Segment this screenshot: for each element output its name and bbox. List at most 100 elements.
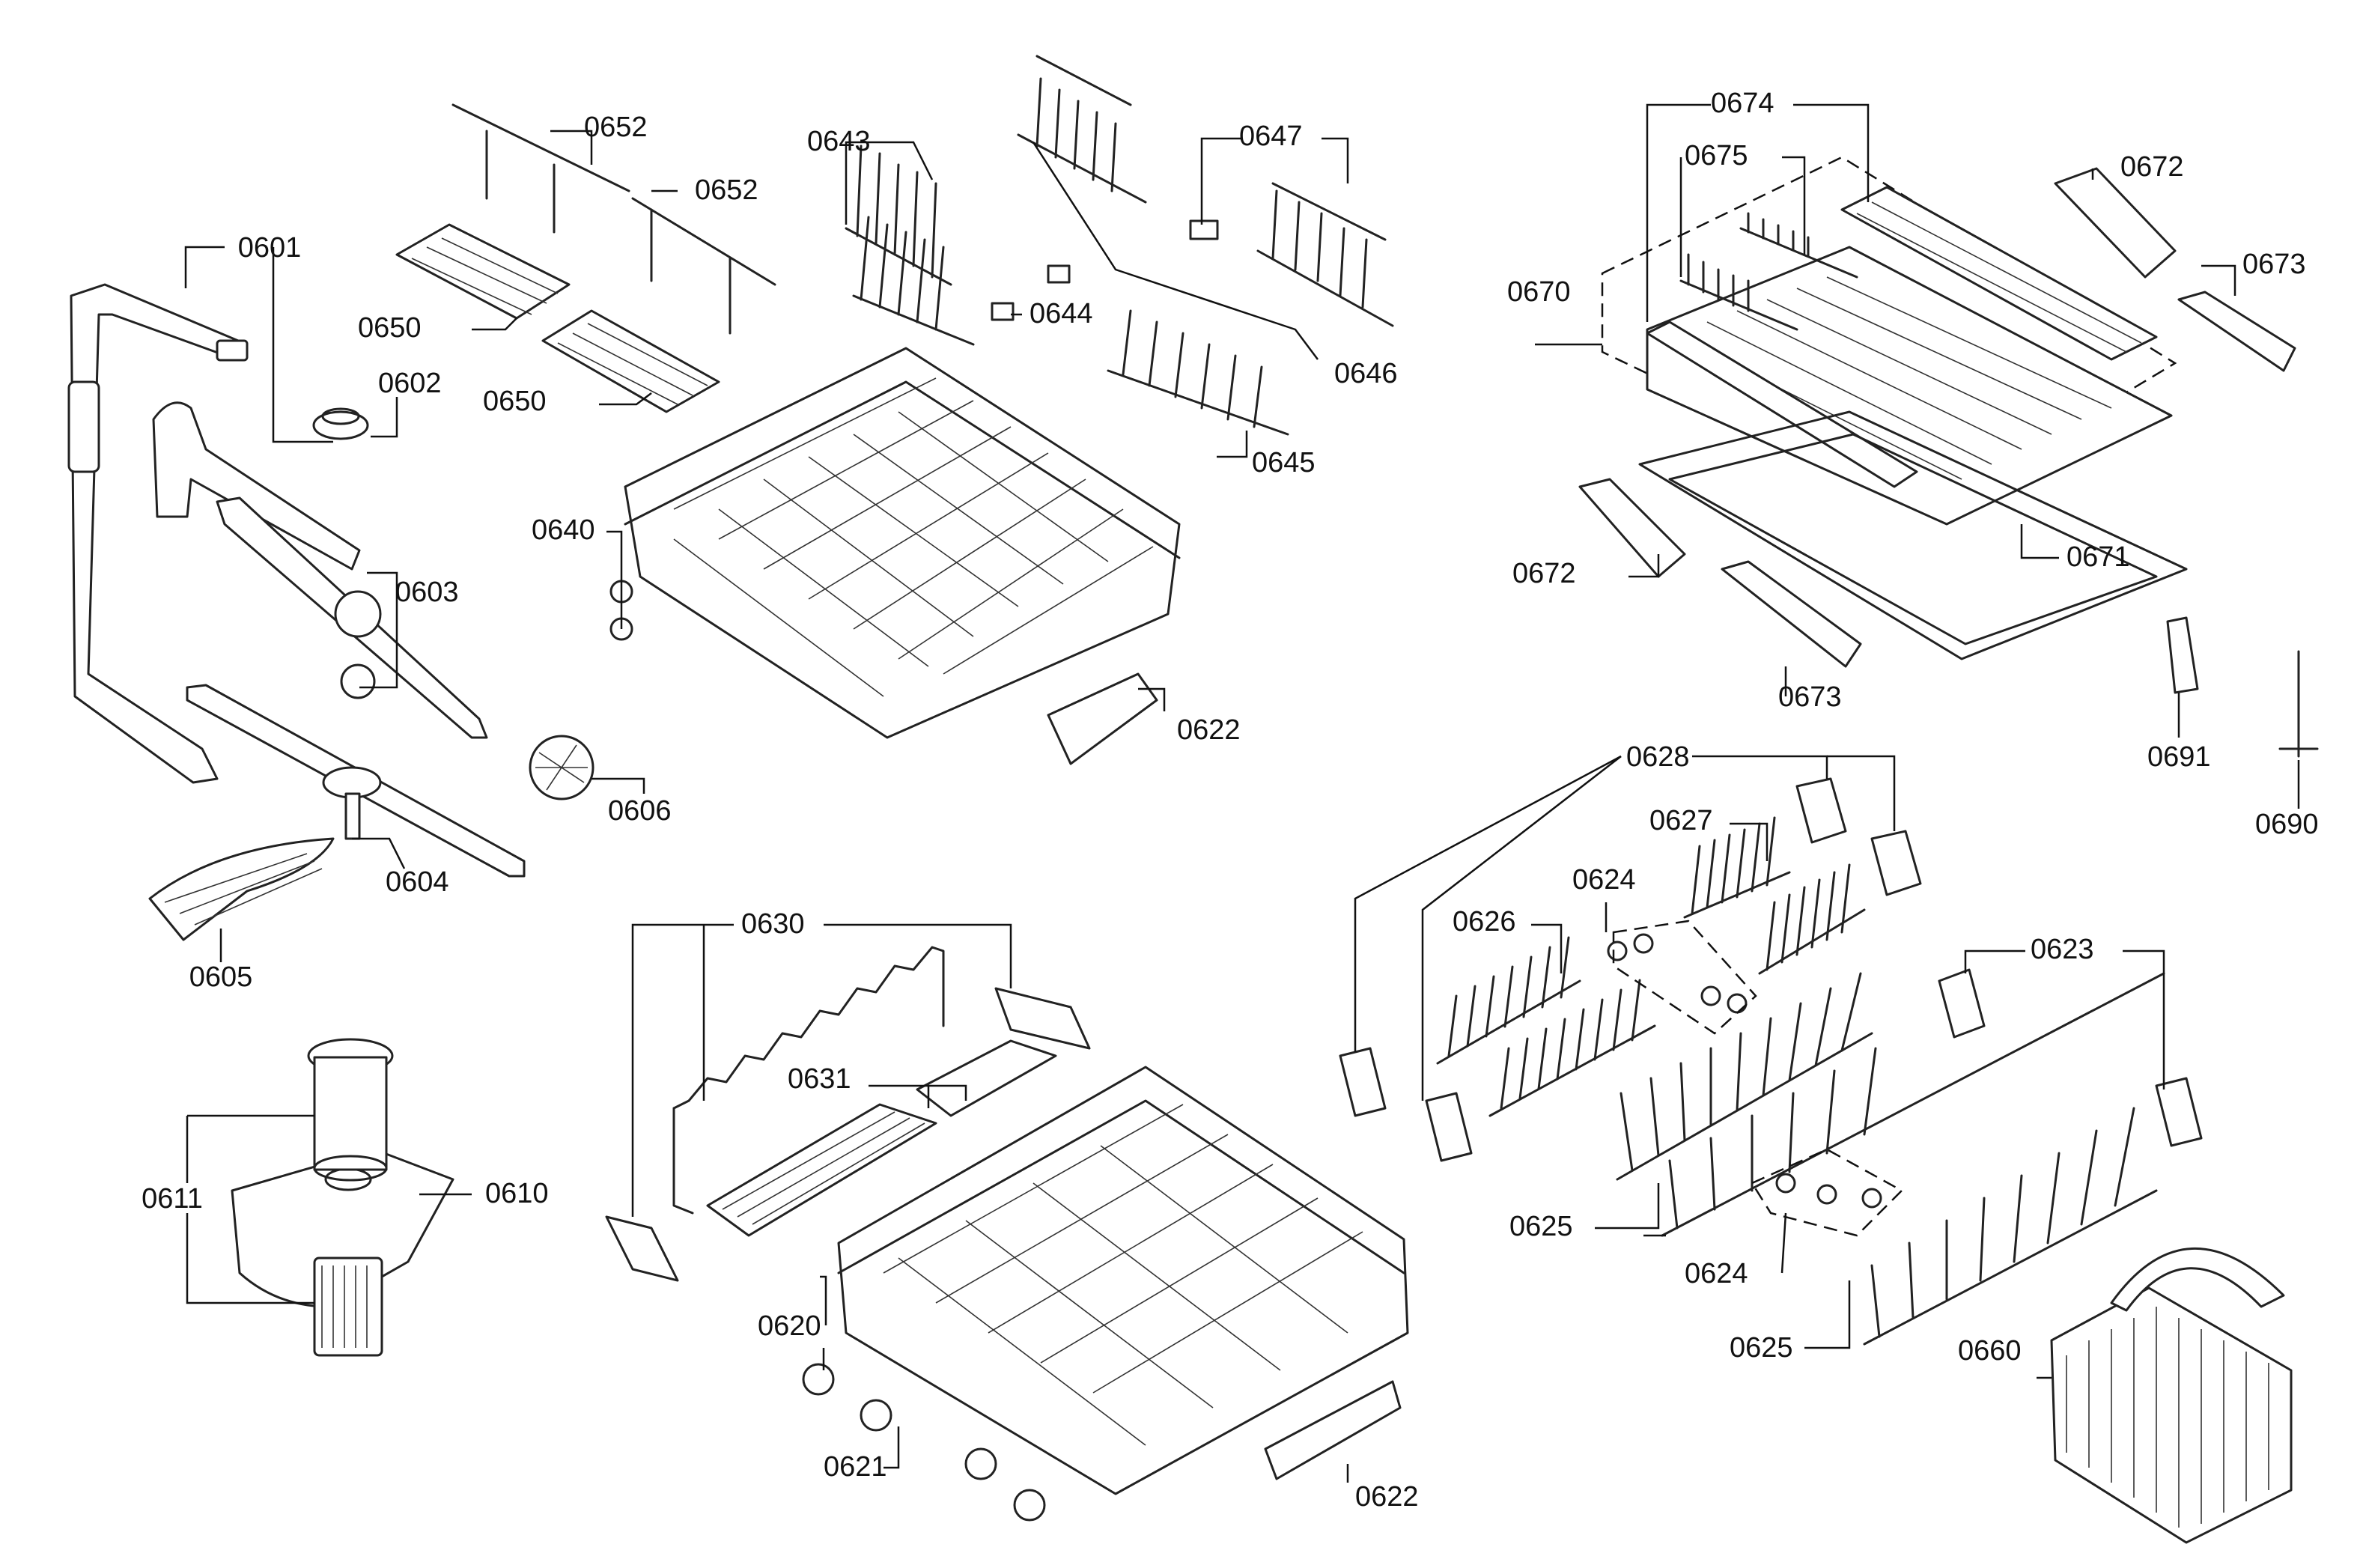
part-labels: 0601 0602 0603 0604 0605 0606 0610 0611 … xyxy=(142,88,2318,1513)
wheel-0621b xyxy=(964,1447,997,1480)
filter-plate-part xyxy=(231,1148,454,1308)
tine-rack-0626a xyxy=(1436,979,1581,1065)
label-0602: 0602 xyxy=(378,368,442,399)
upper-basket xyxy=(609,347,1181,765)
end-clip-0623b xyxy=(2155,1077,2203,1147)
label-0628: 0628 xyxy=(1626,741,1690,773)
supply-pipe-clamp xyxy=(67,380,100,473)
tine-racks-upper xyxy=(845,55,1394,436)
label-0623: 0623 xyxy=(2031,934,2094,965)
label-0605: 0605 xyxy=(189,961,253,993)
tine-rack-0626b xyxy=(1488,1024,1656,1117)
end-clip-0623a xyxy=(1938,968,1986,1039)
label-0624-top: 0624 xyxy=(1572,864,1636,896)
label-0610: 0610 xyxy=(485,1178,549,1209)
third-rack-group xyxy=(1578,156,2319,758)
cutlery-tray-right xyxy=(1840,186,2158,361)
bracket-0630-right xyxy=(994,987,1091,1050)
label-0650-top: 0650 xyxy=(358,312,422,344)
label-0603: 0603 xyxy=(395,577,459,608)
lower-basket xyxy=(605,946,1409,1522)
label-0690: 0690 xyxy=(2255,809,2319,840)
label-0625-right: 0625 xyxy=(1730,1332,1793,1364)
lower-basket-frame xyxy=(837,1066,1409,1495)
end-cap-0672-top xyxy=(2054,167,2177,279)
bracket-0630-left xyxy=(605,1215,679,1282)
label-0620: 0620 xyxy=(758,1310,821,1342)
label-0624-bottom: 0624 xyxy=(1685,1258,1748,1289)
third-rack-tray xyxy=(1646,246,2173,526)
wheel-bracket-0628b xyxy=(1870,830,1922,896)
tine-rack-0625a xyxy=(1616,1032,1873,1181)
label-0643: 0643 xyxy=(807,126,871,157)
pin-0690 xyxy=(2278,650,2319,758)
label-0644: 0644 xyxy=(1030,298,1093,329)
label-0673-bottom: 0673 xyxy=(1778,681,1842,713)
label-0675: 0675 xyxy=(1685,140,1748,171)
label-0650-bottom: 0650 xyxy=(483,386,547,417)
wheel-bracket-0628a xyxy=(1795,777,1847,844)
label-0604: 0604 xyxy=(386,866,449,898)
label-0670: 0670 xyxy=(1507,276,1571,308)
shelf-0631a xyxy=(706,1103,937,1237)
cutlery-basket-part xyxy=(2050,1286,2293,1544)
label-0645: 0645 xyxy=(1252,447,1316,478)
label-0606: 0606 xyxy=(608,795,672,827)
label-0622-bottom: 0622 xyxy=(1355,1481,1419,1513)
filter-group xyxy=(231,1038,454,1357)
leader-lines xyxy=(184,103,2300,1483)
tine-rack-0646 xyxy=(1256,249,1394,327)
spray-arm-group xyxy=(67,283,594,941)
end-cap-0673-top xyxy=(2177,291,2296,372)
label-0671: 0671 xyxy=(2066,541,2130,573)
label-0626: 0626 xyxy=(1453,906,1516,938)
label-0611: 0611 xyxy=(142,1183,203,1215)
rail-frame-0671 xyxy=(1638,410,2188,660)
tine-rack-0625b xyxy=(1661,972,2165,1237)
upper-rack-inserts xyxy=(395,103,776,413)
fine-filter-part xyxy=(313,1256,383,1357)
handle-clip-bottom xyxy=(1264,1380,1402,1480)
wheel-0621c xyxy=(1013,1489,1046,1522)
cutlery-tray-left xyxy=(1646,320,1918,488)
shelf-0631b xyxy=(916,1039,1057,1117)
insert-rail-b xyxy=(631,197,776,286)
upper-basket-frame xyxy=(624,347,1181,739)
wire-frame-0630 xyxy=(672,946,945,1110)
label-0660: 0660 xyxy=(1958,1335,2022,1367)
label-0622-top: 0622 xyxy=(1177,714,1241,746)
label-0646: 0646 xyxy=(1334,358,1398,389)
label-0652-top: 0652 xyxy=(584,112,648,143)
label-0691: 0691 xyxy=(2147,741,2211,773)
label-0631: 0631 xyxy=(788,1063,851,1095)
wheel-0621a xyxy=(860,1399,892,1432)
label-0601: 0601 xyxy=(238,232,302,264)
wheel-0620a xyxy=(802,1363,835,1396)
label-0630: 0630 xyxy=(741,908,805,940)
label-0621: 0621 xyxy=(824,1451,887,1483)
label-0627: 0627 xyxy=(1649,805,1713,836)
end-cap-0673-bottom xyxy=(1721,560,1862,668)
tine-rack-0647 xyxy=(1017,133,1147,204)
tine-insert-0675 xyxy=(1679,279,1798,331)
tine-rack-0643 xyxy=(845,227,952,286)
label-0647: 0647 xyxy=(1239,121,1303,152)
label-0674: 0674 xyxy=(1711,88,1774,119)
end-clip-0628-left xyxy=(1339,1047,1387,1117)
cup-shelf-b xyxy=(541,309,720,413)
hub-nut-part xyxy=(312,410,369,440)
label-0652-bottom: 0652 xyxy=(695,174,758,206)
label-0673-top: 0673 xyxy=(2242,249,2306,280)
tine-rack-0645 xyxy=(1107,369,1289,436)
end-cap-0672-bottom xyxy=(1578,478,1686,578)
clip-0644 xyxy=(991,302,1015,321)
insert-rail-a xyxy=(451,103,630,192)
label-0672-bottom: 0672 xyxy=(1512,558,1576,589)
cup-shelf-a xyxy=(395,223,571,320)
lower-rack-tines xyxy=(1339,777,2293,1544)
label-0672-top: 0672 xyxy=(2120,151,2184,183)
upper-spray-housing xyxy=(152,401,361,571)
handle-clip-top xyxy=(1047,672,1158,765)
label-0625-left: 0625 xyxy=(1509,1211,1573,1242)
